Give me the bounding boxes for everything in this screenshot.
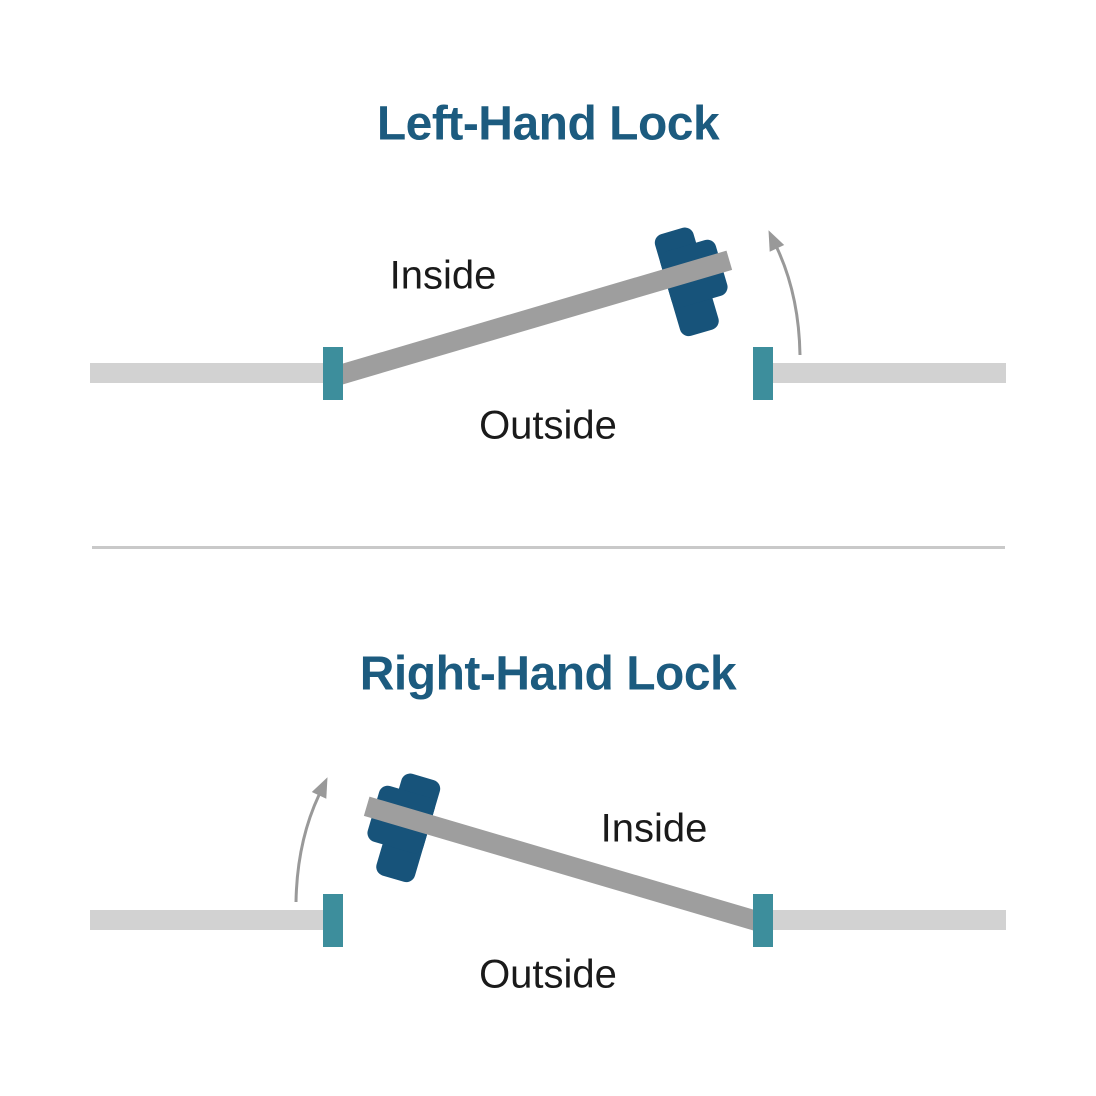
outside-label: Outside [479,403,617,448]
swing-arrow-head-icon [311,777,328,799]
inside-label: Inside [389,253,497,298]
section-title: Left-Hand Lock [376,97,720,151]
jamb-left [323,894,343,947]
door-left-hinged [333,250,733,386]
swing-arrow [294,794,321,903]
door-right-hinged [363,796,763,932]
inside-label: Inside [600,806,708,851]
left-hand-lock-section: Left-Hand Lock Inside Outside [0,0,1096,546]
jamb-left [323,347,343,400]
left-hand-lock-drawing [90,227,1006,400]
wall-right [773,910,1006,930]
wall-right [773,363,1006,383]
section-divider [92,546,1005,549]
wall-left [90,910,324,930]
wall-left [90,363,324,383]
jamb-right [753,894,773,947]
section-title: Right-Hand Lock [359,647,737,701]
swing-arrow-head-icon [768,230,785,252]
swing-arrow [775,247,802,356]
outside-label: Outside [479,952,617,997]
right-hand-lock-section: Right-Hand Lock Inside Outside [0,550,1096,1096]
right-hand-lock-drawing [90,773,1006,947]
jamb-right [753,347,773,400]
